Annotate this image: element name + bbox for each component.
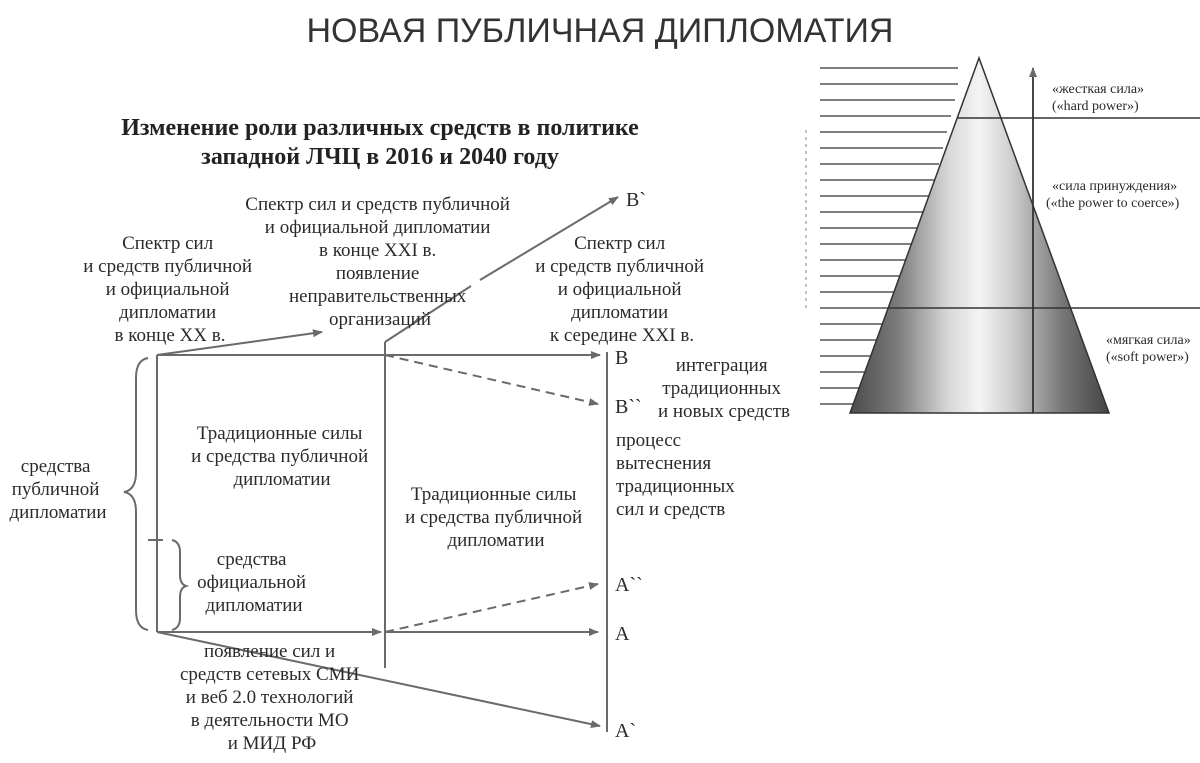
soft-power-label: «мягкая сила» («soft power») xyxy=(1106,333,1194,365)
arrow-to-a-prime xyxy=(156,631,601,729)
spectrum-xxi-end-label: Спектр сил и средств публичной и официал… xyxy=(245,194,514,330)
integration-label: интеграция традиционных и новых средств xyxy=(658,355,790,422)
point-b-prime: B` xyxy=(626,189,646,211)
point-b-double: B`` xyxy=(615,396,642,418)
dashed-arrow-to-b-double xyxy=(384,354,599,406)
diagram-lines xyxy=(123,196,619,732)
public-means-label: средства публичной дипломатии xyxy=(9,456,106,523)
traditional-forces-label-1: Традиционные силы и средства публичной д… xyxy=(191,423,373,490)
coerce-label: «сила принуждения» («the power to coerce… xyxy=(1046,179,1181,211)
spectrum-xxi-mid-label: Спектр сил и средств публичной и официал… xyxy=(535,233,709,346)
point-a-double: A`` xyxy=(615,574,643,596)
subtitle-line-2: западной ЛЧЦ в 2016 и 2040 году xyxy=(201,144,559,170)
pyramid-cone xyxy=(848,55,1111,414)
spectrum-xx-label: Спектр сил и средств публичной и официал… xyxy=(83,233,257,346)
main-title: НОВАЯ ПУБЛИЧНАЯ ДИПЛОМАТИЯ xyxy=(307,12,894,50)
ngo-line xyxy=(384,285,472,343)
point-a-prime: A` xyxy=(615,720,636,742)
subtitle-line-1: Изменение роли различных средств в полит… xyxy=(121,115,639,141)
arrow-to-b-prime xyxy=(479,196,619,281)
pyramid-hatch-lines xyxy=(820,67,958,405)
traditional-forces-label-2: Традиционные силы и средства публичной д… xyxy=(405,484,587,551)
official-brace xyxy=(171,539,190,631)
power-pyramid: «жесткая сила» («hard power») «сила прин… xyxy=(805,55,1200,414)
official-means-label: средства официальной дипломатии xyxy=(197,549,311,616)
arrow-to-ngo xyxy=(156,329,323,356)
displacement-label: процесс вытеснения традиционных сил и ср… xyxy=(616,430,740,520)
network-media-label: появление сил и средств сетевых СМИ и ве… xyxy=(180,641,364,754)
point-a: A xyxy=(615,623,630,645)
dashed-arrow-to-a-double xyxy=(384,582,599,633)
hard-power-label: «жесткая сила» («hard power») xyxy=(1052,82,1148,114)
public-brace xyxy=(123,357,149,631)
point-b: B xyxy=(615,347,628,369)
